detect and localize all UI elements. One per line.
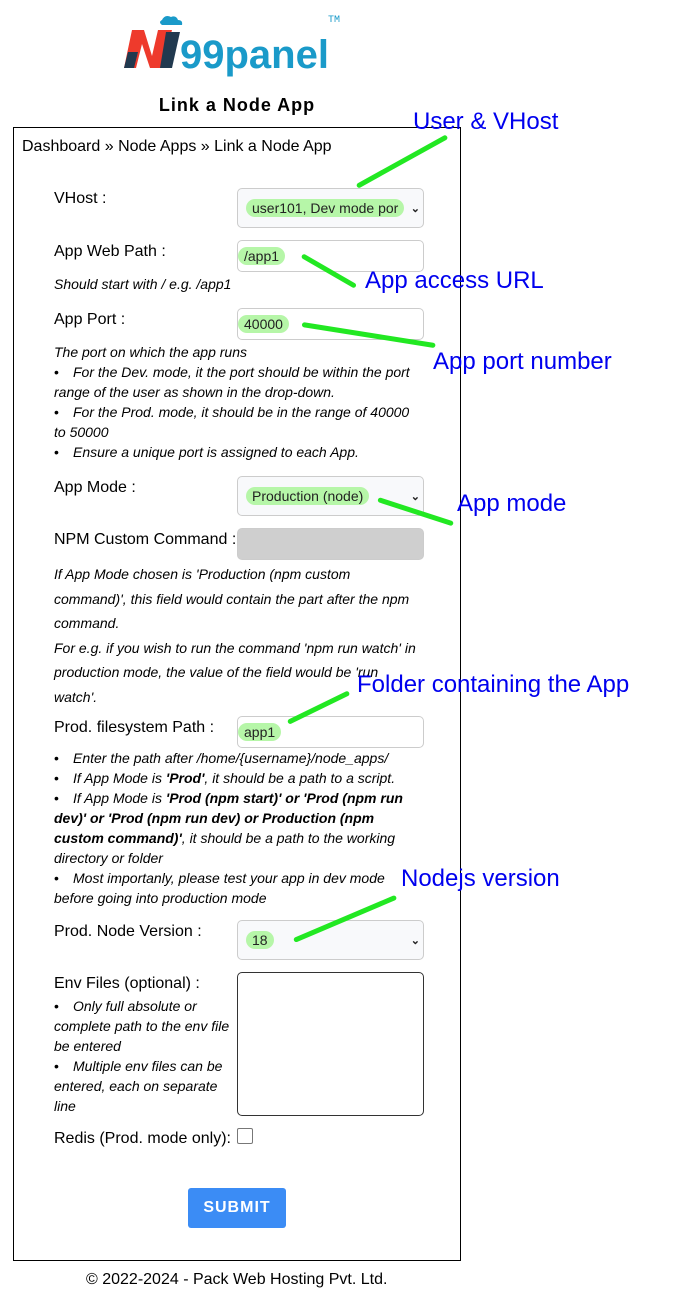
node-version-label: Prod. Node Version : <box>54 923 202 940</box>
chevron-down-icon: ⌄ <box>410 202 420 215</box>
svg-text:99panel: 99panel <box>180 33 329 77</box>
env-bullet: Only full absolute or complete path to t… <box>54 996 234 1056</box>
breadcrumb[interactable]: Dashboard » Node Apps » Link a Node App <box>22 138 332 155</box>
annotation: App mode <box>457 490 567 517</box>
fs-bullet: If App Mode is 'Prod (npm start)' or 'Pr… <box>54 788 424 868</box>
annotation: App access URL <box>365 267 544 294</box>
port-bullet: For the Prod. mode, it should be in the … <box>54 402 424 442</box>
web-path-value: /app1 <box>238 247 286 265</box>
port-help-text: The port on which the app runs <box>54 344 248 360</box>
port-help: The port on which the app runs For the D… <box>54 342 424 462</box>
annotation: Nodejs version <box>401 865 560 892</box>
annotation: App port number <box>433 348 612 375</box>
chevron-down-icon: ⌄ <box>410 490 420 503</box>
port-bullet: For the Dev. mode, it the port should be… <box>54 362 424 402</box>
mode-label: App Mode : <box>54 479 136 496</box>
redis-label: Redis (Prod. mode only): <box>54 1130 231 1147</box>
fs-bullet: Enter the path after /home/{username}/no… <box>54 748 424 768</box>
port-label: App Port : <box>54 311 126 328</box>
npm-command-help: If App Mode chosen is 'Production (npm c… <box>54 562 424 709</box>
port-input[interactable]: 40000 <box>237 308 424 340</box>
fs-path-value: app1 <box>238 723 282 741</box>
chevron-down-icon: ⌄ <box>410 934 420 947</box>
fs-path-label: Prod. filesystem Path : <box>54 719 215 736</box>
fs-path-help: Enter the path after /home/{username}/no… <box>54 748 424 908</box>
env-textarea[interactable] <box>237 972 424 1116</box>
page-title: Link a Node App <box>158 95 316 115</box>
footer: © 2022-2024 - Pack Web Hosting Pvt. Ltd. <box>86 1271 388 1288</box>
web-path-help: Should start with / e.g. /app1 <box>54 276 232 292</box>
node-version-value: 18 <box>246 931 274 949</box>
fs-bullet: If App Mode is 'Prod', it should be a pa… <box>54 768 424 788</box>
vhost-value: user101, Dev mode por <box>246 199 405 217</box>
port-value: 40000 <box>238 315 289 333</box>
fs-path-input[interactable]: app1 <box>237 716 424 748</box>
form-container <box>13 127 461 1261</box>
mode-select[interactable]: Production (node) ⌄ <box>237 476 424 516</box>
npm-help-2: For e.g. if you wish to run the command … <box>54 639 416 705</box>
annotation: Folder containing the App <box>357 671 630 698</box>
svg-text:TM: TM <box>328 15 340 26</box>
logo: 99panel TM <box>122 12 342 78</box>
npm-command-label: NPM Custom Command : <box>54 531 237 548</box>
submit-button[interactable]: SUBMIT <box>188 1188 286 1228</box>
env-bullet: Multiple env files can be entered, each … <box>54 1056 234 1116</box>
vhost-select[interactable]: user101, Dev mode por ⌄ <box>237 188 424 228</box>
web-path-label: App Web Path : <box>54 243 166 260</box>
npm-help-1: If App Mode chosen is 'Production (npm c… <box>54 566 410 631</box>
fs-bullet: Most importanly, please test your app in… <box>54 868 424 908</box>
env-label: Env Files (optional) : <box>54 975 200 992</box>
env-help: Only full absolute or complete path to t… <box>54 996 234 1116</box>
vhost-label: VHost : <box>54 190 107 207</box>
annotation: User & VHost <box>413 108 559 135</box>
port-bullet: Ensure a unique port is assigned to each… <box>54 442 424 462</box>
mode-value: Production (node) <box>246 487 370 505</box>
npm-command-input[interactable] <box>237 528 424 560</box>
redis-checkbox[interactable] <box>237 1128 253 1144</box>
